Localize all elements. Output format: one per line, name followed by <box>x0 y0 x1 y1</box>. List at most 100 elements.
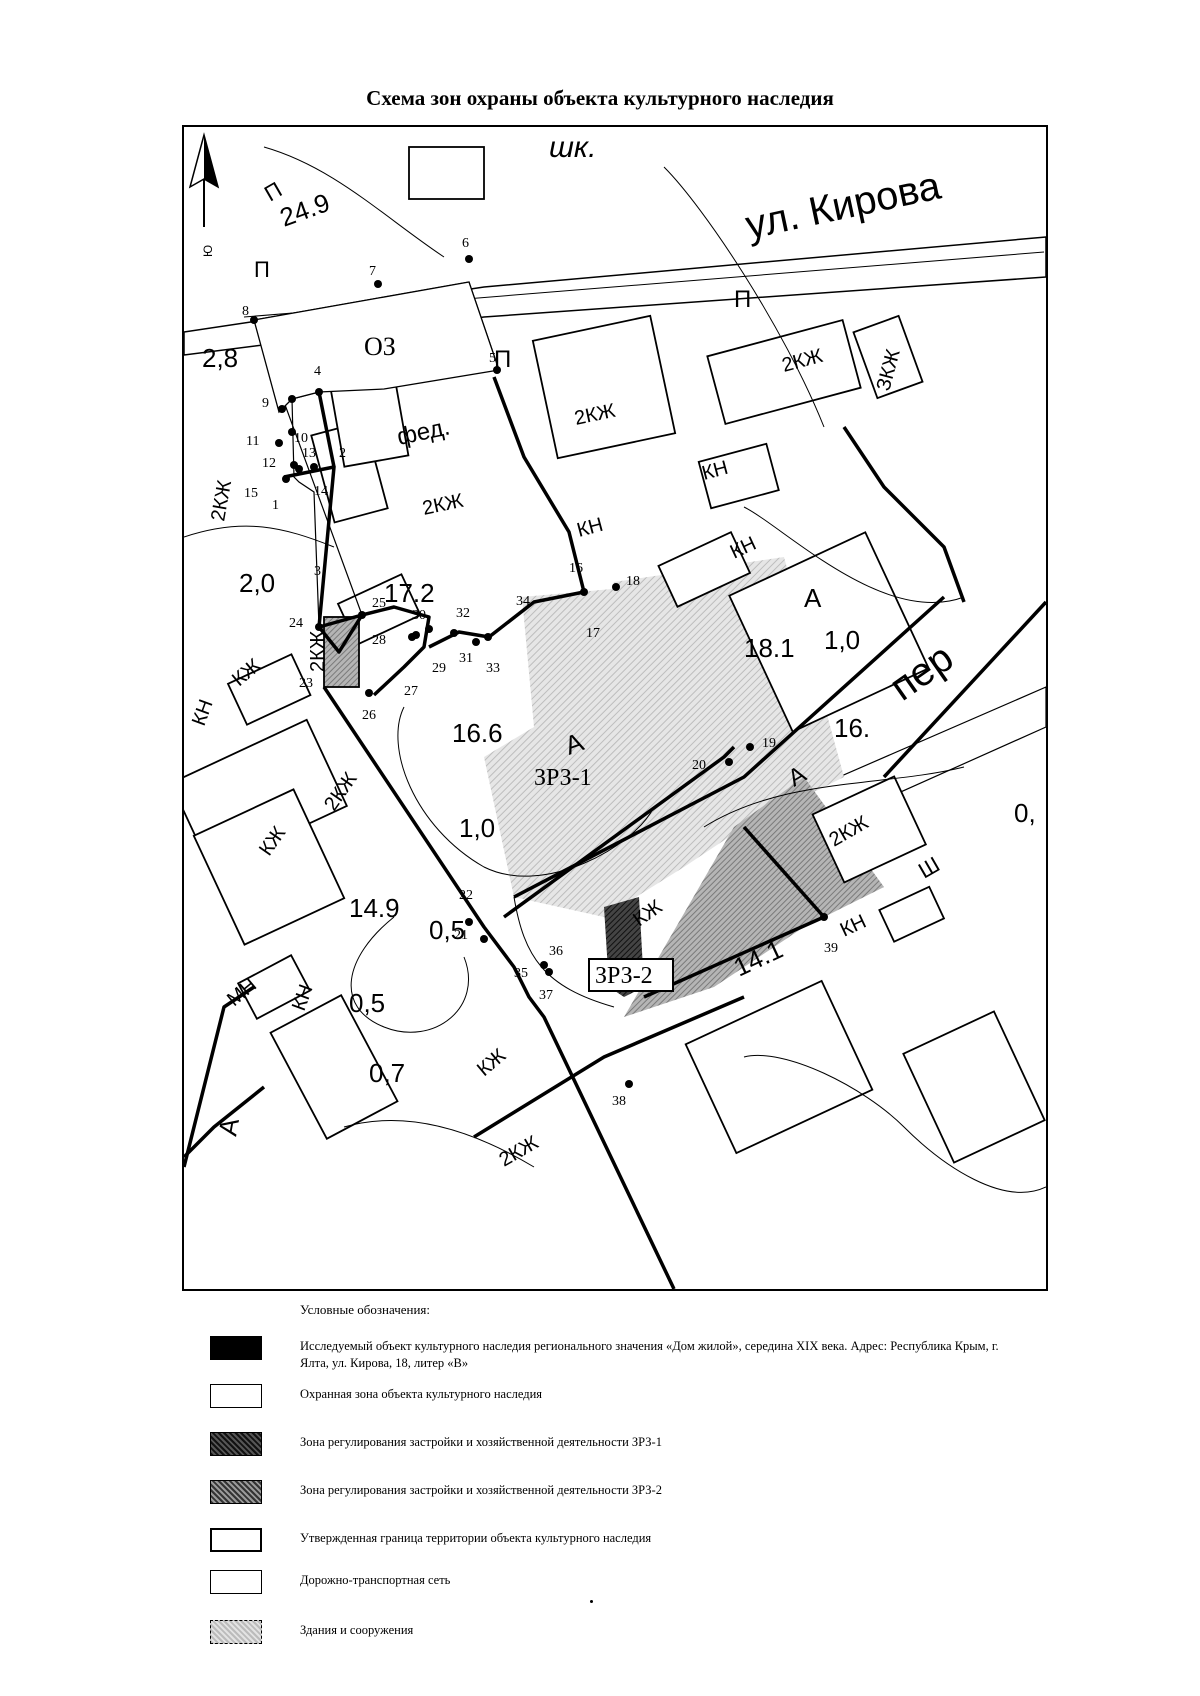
zrz2-area <box>624 777 884 1017</box>
point-label: 15 <box>244 486 258 501</box>
map-frame[interactable]: ул. Кирова шк. фед. пер ОЗ ЗРЗ-1 ЗРЗ-2 2… <box>182 125 1048 1291</box>
zone-zrz1-label: ЗРЗ-1 <box>534 765 592 791</box>
point-label: 34 <box>516 594 530 609</box>
building-label: КН <box>188 697 218 729</box>
point-label: 18 <box>626 574 640 589</box>
point-label: 10 <box>294 431 308 446</box>
point-label: 17 <box>586 626 600 641</box>
point-label: 20 <box>692 758 706 773</box>
legend-swatch-road <box>210 1570 262 1594</box>
elevation-label: 2,8 <box>202 343 238 373</box>
point-label: 1 <box>272 498 279 513</box>
point-label: 23 <box>299 676 313 691</box>
point-label: 32 <box>456 606 470 621</box>
elevation-label: 1,0 <box>459 813 495 843</box>
legend-text-object: Исследуемый объект культурного наследия … <box>300 1339 999 1370</box>
building-label: П <box>494 346 511 373</box>
point-label: 14 <box>314 484 328 499</box>
point-label: 25 <box>372 596 386 611</box>
elevation-label: 0,5 <box>429 915 465 945</box>
point-label: 29 <box>432 661 446 676</box>
point-label: 39 <box>824 941 838 956</box>
elevation-label: 14.9 <box>349 893 400 923</box>
legend-swatch-object <box>210 1336 262 1360</box>
point-label: 16 <box>569 561 583 576</box>
elevation-label: 16. <box>834 713 870 743</box>
legend-text-border: Утвержденная граница территории объекта … <box>300 1531 652 1545</box>
building-label: П <box>734 286 751 313</box>
page-title: Схема зон охраны объекта культурного нас… <box>366 86 834 110</box>
building-label: КН <box>575 514 606 542</box>
legend-swatch-buildings <box>210 1620 262 1644</box>
north-arrow-icon: Ю <box>188 132 220 257</box>
point-label: 3 <box>314 564 321 579</box>
point-label: 31 <box>459 651 473 666</box>
point-label: 33 <box>486 661 500 676</box>
point-label: 9 <box>262 396 269 411</box>
point-label: 7 <box>369 264 376 279</box>
elevation-label: 17.2 <box>384 578 435 608</box>
legend-item-zrz2: Зона регулирования застройки и хозяйстве… <box>210 1480 970 1520</box>
zone-zrz2-label: ЗРЗ-2 <box>595 963 653 989</box>
elevation-label: 0, <box>1014 798 1036 828</box>
territory-border <box>184 376 1046 1289</box>
legend-text-oz: Охранная зона объекта культурного наслед… <box>300 1387 543 1401</box>
building-label: КН <box>837 911 870 942</box>
legend-swatch-zrz1 <box>210 1432 262 1456</box>
street-fed-label: фед. <box>395 413 453 450</box>
building-label: А <box>804 583 822 613</box>
legend-item-border: Утвержденная граница территории объекта … <box>210 1528 970 1568</box>
elevation-labels: 24.9 2,8 17.2 2,0 18.1 1,0 16.6 1,0 16. … <box>202 187 1036 1088</box>
point-label: 5 <box>489 351 496 366</box>
contour-lines <box>184 146 1046 1193</box>
legend-text-buildings: Здания и сооружения <box>300 1623 414 1637</box>
point-label: 13 <box>302 446 316 461</box>
point-label: 38 <box>612 1094 626 1109</box>
legend-swatch-zrz2 <box>210 1480 262 1504</box>
building-label: 2КЖ <box>207 478 236 523</box>
point-label: 21 <box>454 928 468 943</box>
building-label: П <box>254 257 270 282</box>
building-label: Ш <box>914 852 944 884</box>
legend-heading: Условные обозначения: <box>300 1302 431 1317</box>
boundary-points <box>250 255 828 1088</box>
point-label: 6 <box>462 236 469 251</box>
legend-item-object: Исследуемый объект культурного наследия … <box>210 1336 999 1376</box>
elevation-label: 0,7 <box>369 1058 405 1088</box>
point-label: 30 <box>412 608 426 623</box>
legend-swatch-oz <box>210 1384 262 1408</box>
elevation-label: 0,5 <box>349 988 385 1018</box>
legend-text-road: Дорожно-транспортная сеть <box>300 1573 451 1587</box>
point-label: 8 <box>242 304 249 319</box>
legend-item-zrz1: Зона регулирования застройки и хозяйстве… <box>210 1432 970 1472</box>
elevation-label: 1,0 <box>824 625 860 655</box>
building-label: 2КЖ <box>496 1131 543 1171</box>
point-label: 35 <box>514 966 528 981</box>
street-shk-label: шк. <box>549 131 596 164</box>
point-numbers: 1 2 3 4 5 6 7 8 9 10 11 12 13 14 15 16 1… <box>242 236 838 1109</box>
legend-text-zrz2: Зона регулирования застройки и хозяйстве… <box>300 1483 662 1497</box>
street-kirova-label: ул. Кирова <box>742 163 945 247</box>
elevation-label: 18.1 <box>744 633 795 663</box>
point-label: 2 <box>339 446 346 461</box>
legend-item-buildings: Здания и сооружения <box>210 1620 970 1660</box>
point-label: 27 <box>404 684 418 699</box>
point-label: 24 <box>289 616 303 631</box>
north-arrow-letter: Ю <box>201 245 215 257</box>
point-label: 22 <box>459 888 473 903</box>
map-canvas[interactable]: ул. Кирова шк. фед. пер ОЗ ЗРЗ-1 ЗРЗ-2 2… <box>184 127 1046 1289</box>
legend-swatch-border <box>210 1528 262 1552</box>
building-label: 2КЖ <box>307 630 329 672</box>
point-label: 11 <box>246 434 259 449</box>
zone-zrz2-label-box: ЗРЗ-2 <box>588 958 674 992</box>
building-label: КЖ <box>473 1044 511 1081</box>
point-label: 28 <box>372 633 386 648</box>
elevation-label: 16.6 <box>452 718 503 748</box>
legend-item-road: Дорожно-транспортная сеть <box>210 1570 970 1610</box>
building-label: 2КЖ <box>420 490 465 520</box>
elevation-label: 2,0 <box>239 568 275 598</box>
point-label: 12 <box>262 456 276 471</box>
legend-text-zrz1: Зона регулирования застройки и хозяйстве… <box>300 1435 662 1449</box>
building-label: А <box>212 1115 245 1138</box>
legend-item-oz: Охранная зона объекта культурного наслед… <box>210 1384 970 1424</box>
